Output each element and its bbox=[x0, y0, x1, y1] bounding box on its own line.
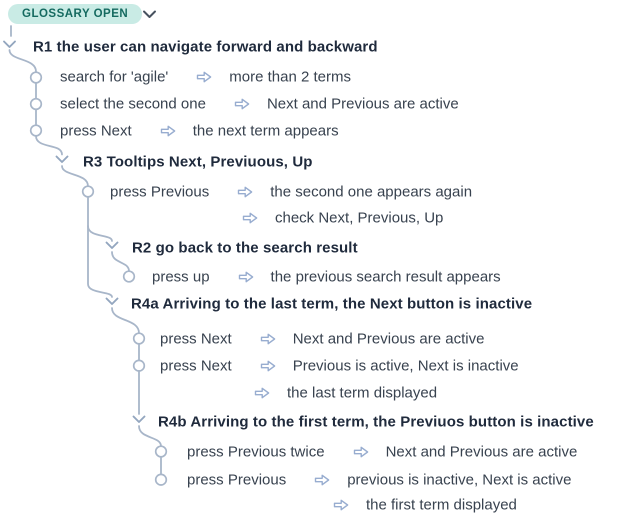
connector-line bbox=[35, 135, 63, 156]
step-action: press Next bbox=[160, 357, 232, 375]
step-result: the second one appears again bbox=[270, 183, 473, 201]
chevron-down-icon[interactable] bbox=[55, 155, 69, 163]
step-bullet-icon bbox=[122, 270, 136, 283]
connector-line bbox=[111, 251, 130, 273]
node-title-r3[interactable]: R3 Tooltips Next, Previuous, Up bbox=[83, 153, 313, 171]
arrow-right-icon bbox=[333, 499, 349, 511]
step-row[interactable]: select the second one Next and Previous … bbox=[60, 96, 459, 113]
step-result: the first term displayed bbox=[366, 496, 517, 514]
step-row[interactable]: search for 'agile' more than 2 terms bbox=[60, 69, 351, 86]
step-row[interactable]: press Previous previous is inactive, Nex… bbox=[187, 472, 571, 489]
arrow-right-icon bbox=[242, 212, 258, 224]
step-row[interactable]: press up the previous search result appe… bbox=[152, 269, 501, 286]
step-result: previous is inactive, Next is active bbox=[347, 471, 572, 489]
step-bullet-icon bbox=[29, 124, 43, 137]
chevron-down-icon[interactable] bbox=[105, 241, 119, 249]
arrow-right-icon bbox=[197, 71, 212, 83]
node-title-r1[interactable]: R1 the user can navigate forward and bac… bbox=[33, 38, 378, 56]
step-bullet-icon bbox=[29, 71, 43, 84]
step-row[interactable]: press Previous the second one appears ag… bbox=[110, 184, 472, 201]
step-row[interactable]: press Next Previous is active, Next is i… bbox=[160, 358, 519, 375]
arrow-right-icon bbox=[160, 125, 176, 137]
step-bullet-icon bbox=[154, 445, 168, 458]
arrow-right-icon bbox=[238, 271, 253, 283]
step-result: Next and Previous are active bbox=[292, 330, 485, 348]
step-action: press Previous twice bbox=[187, 443, 325, 461]
step-bullet-icon bbox=[132, 332, 146, 345]
step-result: check Next, Previous, Up bbox=[275, 209, 444, 227]
step-action: press Next bbox=[60, 122, 132, 140]
step-result: the next term appears bbox=[192, 122, 339, 140]
arrow-right-icon bbox=[234, 98, 250, 110]
step-result: the previous search result appears bbox=[270, 268, 501, 286]
arrow-right-icon bbox=[315, 474, 330, 486]
connector-line bbox=[87, 196, 113, 298]
step-result: Previous is active, Next is inactive bbox=[292, 357, 519, 375]
connector-line bbox=[61, 165, 89, 188]
step-action: press up bbox=[152, 268, 210, 286]
step-result: more than 2 terms bbox=[229, 68, 351, 86]
step-bullet-icon bbox=[81, 185, 95, 198]
chevron-down-icon[interactable] bbox=[132, 415, 146, 423]
arrow-right-icon bbox=[260, 360, 276, 372]
chevron-down-icon[interactable] bbox=[3, 40, 16, 48]
step-action: select the second one bbox=[60, 95, 206, 113]
step-row[interactable]: the last term displayed bbox=[254, 385, 437, 402]
step-action: press Previous bbox=[187, 471, 287, 489]
chevron-down-icon[interactable] bbox=[143, 10, 156, 18]
step-result: the last term displayed bbox=[287, 384, 438, 402]
step-action: press Next bbox=[160, 330, 232, 348]
step-action: press Previous bbox=[110, 183, 210, 201]
step-row[interactable]: press Next Next and Previous are active bbox=[160, 331, 484, 348]
glossary-open-badge[interactable]: GLOSSARY OPEN bbox=[8, 4, 143, 24]
chevron-down-icon[interactable] bbox=[105, 297, 119, 305]
step-bullet-icon bbox=[132, 359, 146, 372]
connector-line bbox=[8, 49, 37, 73]
arrow-right-icon bbox=[260, 333, 276, 345]
step-row[interactable]: the first term displayed bbox=[333, 497, 517, 514]
step-result: Next and Previous are active bbox=[266, 95, 459, 113]
node-title-r4b[interactable]: R4b Arriving to the first term, the Prev… bbox=[158, 413, 594, 431]
arrow-right-icon bbox=[254, 387, 270, 399]
node-title-r2[interactable]: R2 go back to the search result bbox=[132, 239, 358, 256]
connector-line bbox=[87, 225, 113, 242]
connector-line bbox=[111, 307, 140, 335]
step-row[interactable]: check Next, Previous, Up bbox=[242, 210, 443, 227]
connector-line bbox=[138, 425, 162, 448]
node-title-r4a[interactable]: R4a Arriving to the last term, the Next … bbox=[131, 295, 533, 312]
step-bullet-icon bbox=[154, 473, 168, 486]
step-row[interactable]: press Next the next term appears bbox=[60, 123, 339, 140]
step-result: Next and Previous are active bbox=[385, 443, 578, 461]
arrow-right-icon bbox=[238, 186, 253, 198]
step-bullet-icon bbox=[29, 97, 43, 111]
step-action: search for 'agile' bbox=[60, 68, 169, 86]
step-row[interactable]: press Previous twice Next and Previous a… bbox=[187, 444, 577, 461]
arrow-right-icon bbox=[353, 446, 368, 458]
